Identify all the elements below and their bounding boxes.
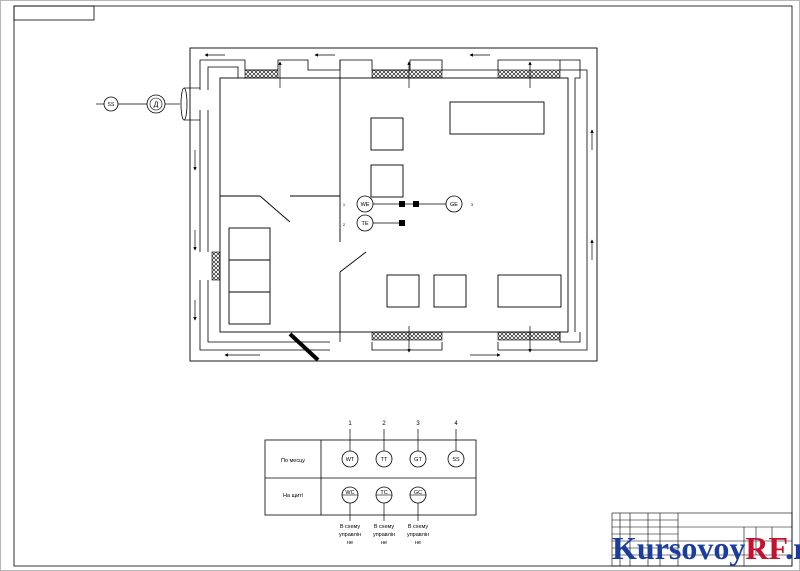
col-1-output-2: управлін (339, 532, 361, 538)
air-duct-left (199, 110, 330, 351)
gc-label: GC (414, 490, 422, 496)
wall-hatch-top-3 (497, 69, 561, 79)
row-label-local: По месцу (281, 458, 305, 464)
door-swing-lower (339, 251, 367, 273)
wall-hatch-bottom-2 (497, 331, 561, 341)
we-connector-num: 1 (343, 202, 346, 207)
title-block (611, 512, 793, 567)
ss-sensor-label: SS (108, 102, 115, 108)
watermark-text: KursovoyRF.ru (612, 530, 800, 566)
wt-instrument-icon (341, 450, 359, 468)
col-3-output-1: В схему (408, 524, 429, 530)
wall-hatch-top-2 (371, 69, 443, 79)
row-label-panel: На щиті (283, 493, 303, 499)
airflow-arrows (193, 53, 594, 357)
equipment-box-1 (370, 117, 404, 151)
ge-sensor-label: GE (450, 202, 458, 208)
wc-label: WC (345, 490, 354, 496)
gt-label: GT (414, 457, 422, 463)
watermark-part3: .ru (785, 530, 800, 566)
gt-instrument-icon (409, 450, 427, 468)
we-actuator-1 (399, 201, 405, 207)
motor-inner-icon (149, 97, 163, 111)
tt-instrument-icon (375, 450, 393, 468)
watermark-logo: KursovoyRF.ru (612, 530, 800, 566)
room-sensors: 1 WE GE 3 2 TE (343, 195, 474, 232)
control-table: По месцу На щиті 1 WT WC В схему управлі… (264, 421, 477, 546)
entrance-door (288, 332, 320, 362)
equipment-long-top (449, 101, 545, 135)
equipment-box-3 (386, 274, 420, 308)
tc-label: TC (380, 490, 387, 496)
fan-blade-icon (180, 87, 188, 121)
ge-connector-num: 3 (471, 202, 474, 207)
te-actuator (399, 220, 405, 226)
col-num-2: 2 (382, 421, 386, 427)
floor-plan (189, 47, 598, 362)
wt-label: WT (346, 457, 355, 463)
wall-hatch-bottom-1 (371, 331, 443, 341)
equipment-box-4 (433, 274, 467, 308)
col-num-4: 4 (454, 421, 458, 427)
table-frame (264, 439, 477, 516)
air-duct-inner-top (207, 59, 581, 332)
col-1-output-1: В схему (340, 524, 361, 530)
building-outer-wall (189, 47, 598, 362)
watermark-part1: Kursovoy (612, 530, 745, 566)
fan-assembly: SS Д (96, 87, 200, 121)
top-left-stamp-box (13, 5, 95, 21)
wall-hatch-left (211, 251, 221, 281)
ge-sensor-icon (445, 195, 463, 213)
air-duct-bottom (339, 332, 588, 351)
motor-label: Д (154, 102, 159, 109)
partition-door-swing (259, 195, 291, 223)
watermark-part2: RF (745, 530, 787, 566)
col-2-output-3: не (381, 540, 387, 546)
col-3-output-3: не (415, 540, 421, 546)
col-num-3: 3 (416, 421, 420, 427)
col-3-output-2: управлін (407, 532, 429, 538)
equipment-box-2 (370, 164, 404, 198)
col-2-output-1: В схему (374, 524, 395, 530)
col-2-output-2: управлін (373, 532, 395, 538)
ss-instrument-icon (447, 450, 465, 468)
te-connector-num: 2 (343, 222, 346, 227)
we-sensor-label: WE (361, 202, 370, 208)
we-actuator-2 (413, 201, 419, 207)
equipment-long-bottom (497, 274, 562, 308)
title-block-frame (611, 512, 793, 567)
ss-table-label: SS (452, 457, 460, 463)
wall-hatch-top-1 (244, 69, 279, 79)
col-num-1: 1 (348, 421, 352, 427)
equipment-rack (228, 227, 271, 325)
tt-label: TT (381, 457, 388, 463)
sheet-inner-frame (13, 5, 793, 567)
te-sensor-label: TE (361, 221, 368, 227)
col-1-output-3: не (347, 540, 353, 546)
room-inner-wall (219, 77, 569, 333)
